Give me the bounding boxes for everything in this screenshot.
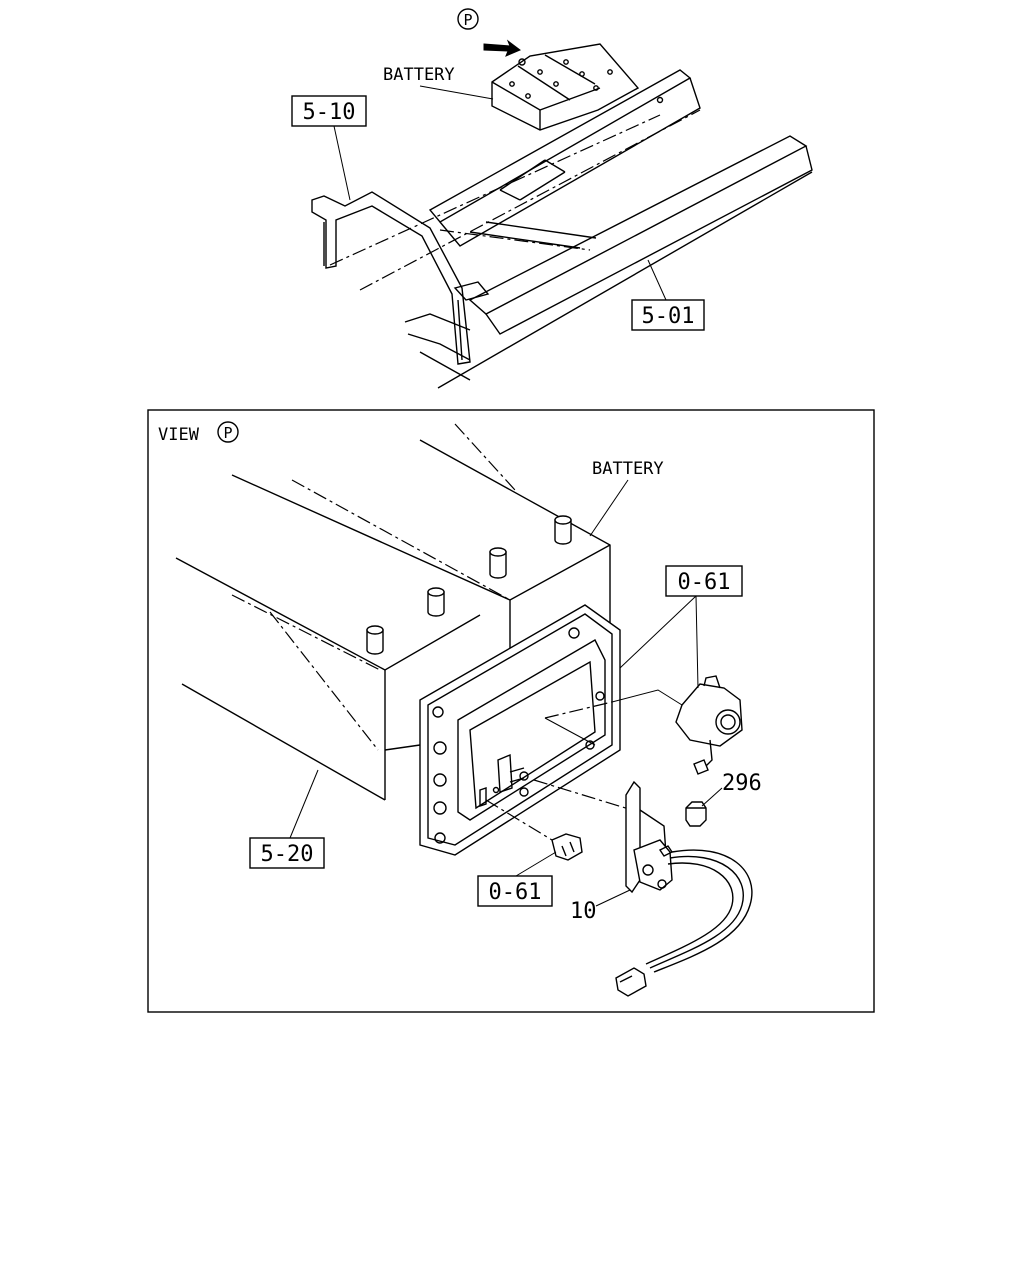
detail-frame — [147, 409, 875, 1013]
ref-5-01: 5-01 — [642, 304, 695, 329]
ref-box-0-61-top — [665, 565, 743, 597]
small-connector — [551, 833, 583, 861]
view-p-marker-letter: P — [463, 11, 472, 29]
ref-10: 10 — [570, 899, 597, 924]
view-title-p-circle — [217, 421, 239, 443]
battery-block-top — [491, 43, 640, 131]
ref-0-61-top: 0-61 — [678, 570, 731, 595]
cross-member-lower — [469, 221, 597, 249]
ref-box-5-20 — [249, 837, 325, 869]
ref-box-0-61-bottom — [477, 875, 553, 907]
nut-296 — [685, 801, 707, 827]
chassis-rail-upper — [428, 69, 701, 247]
battery-label-top: BATTERY — [383, 65, 455, 85]
terminal-studs — [479, 753, 529, 807]
bracket-10 — [615, 780, 753, 997]
ref-296: 296 — [722, 771, 762, 796]
cross-member — [499, 159, 566, 201]
ref-5-20: 5-20 — [261, 842, 314, 867]
ref-0-61-bottom: 0-61 — [489, 880, 542, 905]
battery-cover-frame — [419, 604, 621, 856]
view-title-p-letter: P — [223, 424, 232, 442]
rear-bracket — [311, 191, 490, 365]
battery-label-detail: BATTERY — [592, 459, 664, 479]
relay-connector — [675, 675, 743, 775]
battery-front — [175, 557, 481, 801]
view-p-marker-circle — [457, 8, 479, 30]
battery-leader-top — [419, 85, 494, 100]
view-title: VIEW — [158, 425, 200, 445]
ref-box-5-10 — [291, 95, 367, 127]
view-direction-arrow — [483, 39, 521, 57]
detail-view-p: VIEW P — [147, 409, 875, 1013]
top-overview: P BATTERY — [291, 8, 813, 389]
ref-box-5-01 — [631, 299, 705, 331]
ref-5-10: 5-10 — [303, 100, 356, 125]
chassis-rail-lower — [437, 135, 813, 389]
